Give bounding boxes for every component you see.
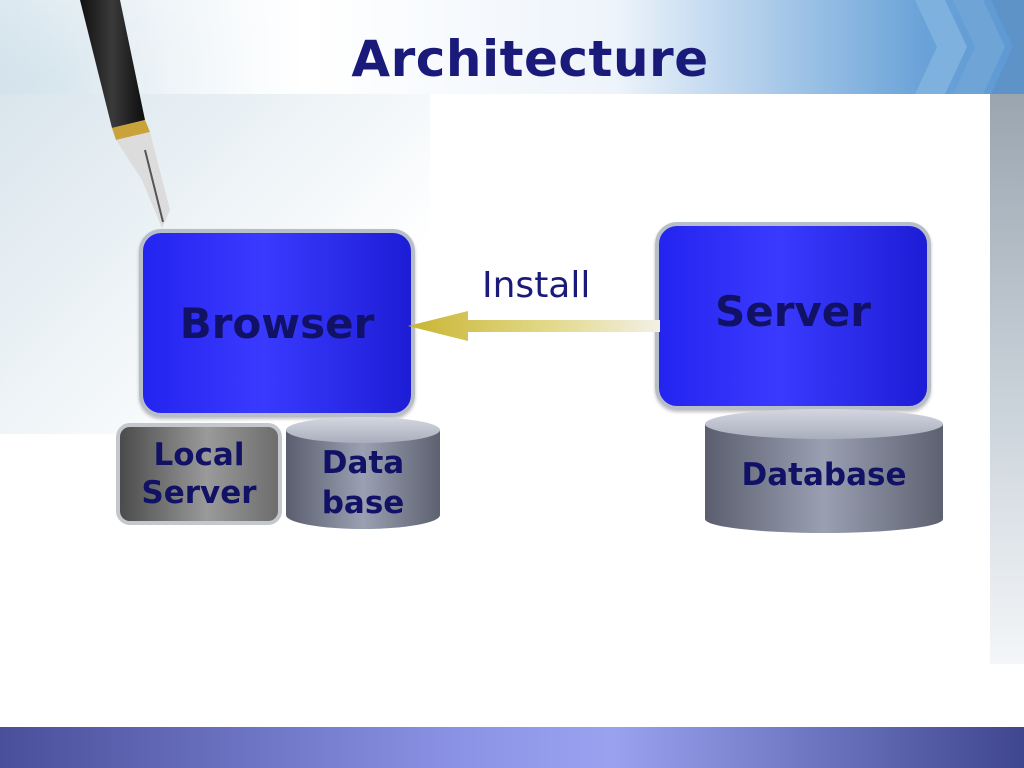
browser-label: Browser: [179, 298, 375, 348]
local-server-box: Local Server: [116, 423, 282, 525]
server-box: Server: [655, 222, 931, 410]
cylinder-body: [286, 430, 440, 529]
slide-title: Architecture: [351, 30, 709, 88]
install-arrow: [408, 311, 660, 341]
local-server-label-line1: Local: [153, 437, 245, 473]
right-decor-band: [990, 94, 1024, 664]
header-band: [0, 0, 1024, 94]
local-database-label-line2: base: [321, 485, 405, 521]
server-label: Server: [714, 286, 872, 336]
browser-box: Browser: [139, 229, 415, 417]
server-database-cylinder: Database: [705, 409, 943, 533]
server-database-label: Database: [741, 457, 907, 493]
local-database-label-line1: Data: [321, 445, 405, 481]
chevron-decor-icon: [915, 0, 1024, 94]
cylinder-top: [286, 417, 440, 443]
cylinder-body: [705, 424, 943, 533]
local-database-label: Data base: [286, 443, 440, 523]
install-label: Install: [482, 265, 591, 306]
pen-icon: [80, 0, 170, 228]
footer-bar: [0, 727, 1024, 768]
cylinder-top: [705, 409, 943, 439]
local-server-label-line2: Server: [141, 475, 257, 511]
local-database-cylinder: Data base: [286, 417, 440, 529]
